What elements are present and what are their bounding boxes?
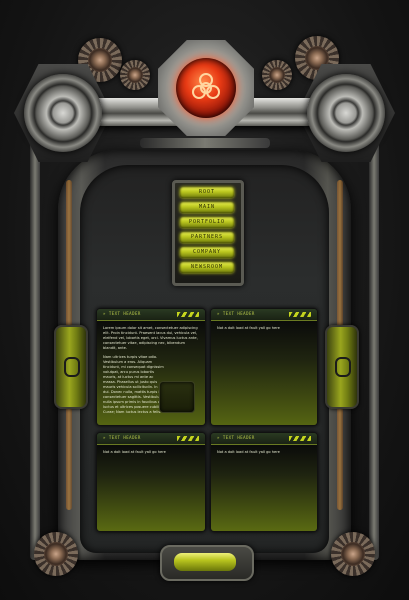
nav-item-portfolio[interactable]: Portfolio (180, 217, 234, 228)
panel-title: » Text Header (103, 311, 141, 316)
content-panel-2: » Text Header Not a dolt load at fault y… (210, 308, 318, 426)
panel-paragraph: Not a dolt load at fault yall go here (217, 326, 280, 330)
left-wheel-icon (24, 74, 102, 152)
panel-paragraph: Not a dolt load at fault yall go here (103, 450, 166, 454)
nav-item-main[interactable]: Main (180, 202, 234, 213)
biohazard-icon (192, 73, 220, 99)
bottom-right-gear-icon (331, 532, 375, 576)
nav-item-partners[interactable]: Partners (180, 232, 234, 243)
main-nav: Root Main Portfolio Partners Company New… (172, 180, 244, 286)
panel-paragraph: Nam ultrices turpis vitae odio. Vestibul… (103, 355, 165, 414)
panel-body: Not a dolt load at fault yall go here (211, 321, 317, 425)
right-pipe (369, 140, 379, 560)
panel-header: » Text Header (97, 309, 205, 321)
right-canister (325, 325, 359, 409)
content-panel-main: » Text Header Lorem ipsum dolor sit amet… (96, 308, 206, 426)
panel-header: » Text Header (211, 433, 317, 445)
panel-body: Not a dolt load at fault yall go here (97, 445, 205, 531)
right-wheel-icon (307, 74, 385, 152)
connector-pipe (140, 138, 270, 148)
panel-header: » Text Header (211, 309, 317, 321)
small-right-gear-icon (262, 60, 292, 90)
emblem[interactable] (176, 58, 236, 118)
nav-item-company[interactable]: Company (180, 247, 234, 258)
bottom-left-gear-icon (34, 532, 78, 576)
hazard-stripes (289, 436, 311, 441)
panel-title: » Text Header (217, 435, 255, 440)
panel-body: Lorem ipsum dolor sit amet, consectetuer… (97, 321, 205, 425)
panel-body: Not a dolt load at fault yall go here (211, 445, 317, 531)
small-left-gear-icon (120, 60, 150, 90)
panel-paragraph: Not a dolt load at fault yall go here (217, 450, 280, 454)
panel-title: » Text Header (217, 311, 255, 316)
left-canister (54, 325, 88, 409)
hazard-stripes (177, 436, 199, 441)
nav-item-root[interactable]: Root (180, 187, 234, 198)
bottom-canister (160, 545, 254, 581)
panel-header: » Text Header (97, 433, 205, 445)
content-panel-4: » Text Header Not a dolt load at fault y… (210, 432, 318, 532)
panel-title: » Text Header (103, 435, 141, 440)
hazard-stripes (177, 312, 199, 317)
image-placeholder (159, 381, 195, 413)
top-left-gear-icon (78, 38, 122, 82)
panel-paragraph: Lorem ipsum dolor sit amet, consectetuer… (103, 326, 198, 350)
left-pipe (30, 140, 40, 560)
hazard-stripes (289, 312, 311, 317)
nav-item-newsroom[interactable]: Newsroom (180, 262, 234, 273)
content-panel-3: » Text Header Not a dolt load at fault y… (96, 432, 206, 532)
